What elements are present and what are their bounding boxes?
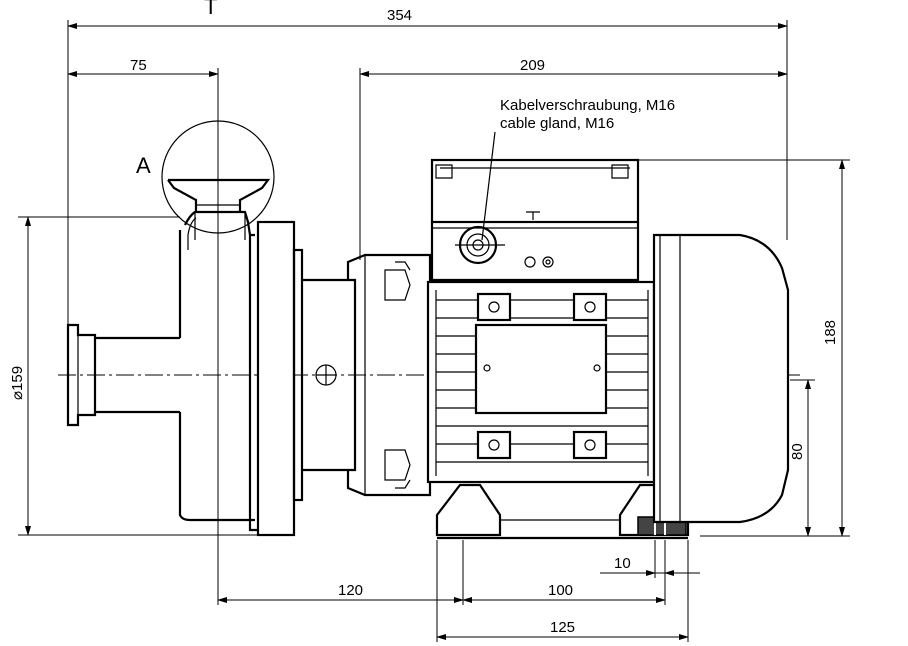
cable-gland-de: Kabelverschraubung, M16 [500,97,675,114]
lantern-adapter [302,253,432,497]
dim-suction-offset: 75 [130,57,147,74]
dim-foot-spacing: 100 [548,582,573,599]
fan-cover [652,233,790,524]
detail-circle-a: A [136,120,275,234]
dim-hole-size: 10 [614,555,631,572]
cable-gland-note: Kabelverschraubung, M16 cable gland, M16 [500,97,675,132]
terminal-box [430,131,640,282]
cable-gland-en: cable gland, M16 [500,115,614,132]
motor-body [426,280,656,484]
dimension-lines [25,23,845,640]
dim-shaft-height: 80 [789,443,806,460]
dimension-texts: 354 75 209 188 80 ⌀159 120 100 125 10 T [9,0,839,636]
top-mark: T [204,0,217,19]
dim-overall-length: 354 [387,7,412,24]
dim-flange-diameter: ⌀159 [9,366,26,400]
dim-height: 188 [822,320,839,345]
motor-feet [435,483,690,540]
dim-suction-to-foot: 120 [338,582,363,599]
dim-foot-width: 125 [550,619,575,636]
pump-casing [66,178,304,537]
dim-motor-length: 209 [520,57,545,74]
detail-letter: A [136,153,151,178]
